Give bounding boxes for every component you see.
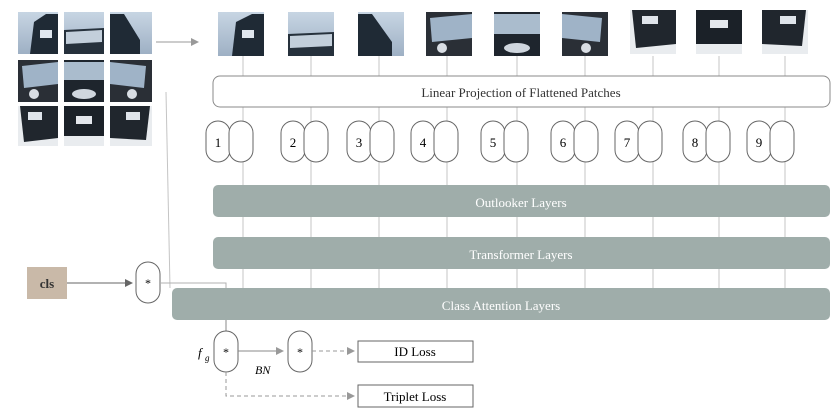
token-9: 9: [746, 120, 795, 163]
star-symbol: *: [223, 345, 229, 359]
input-patch-6: [110, 60, 152, 102]
seq-patch-9: [762, 10, 808, 54]
token-number: 9: [756, 135, 763, 150]
outlooker-label: Outlooker Layers: [475, 195, 566, 210]
input-patch-4: [18, 60, 58, 102]
input-patch-3: [110, 12, 152, 54]
token-number: 8: [692, 135, 699, 150]
seq-patch-2: [288, 12, 334, 56]
global-feature-subscript: g: [205, 353, 210, 363]
input-patch-9: [110, 106, 152, 146]
outlooker-layers-block: Outlooker Layers: [213, 185, 830, 217]
global-feature-symbol: f: [198, 345, 204, 360]
cls-label: cls: [40, 276, 54, 291]
token-number: 6: [560, 135, 567, 150]
flattened-patch-sequence: [218, 10, 808, 56]
seq-patch-1: [218, 12, 264, 56]
input-patch-2: [64, 12, 104, 54]
cls-token-box: cls: [27, 267, 67, 299]
token-6: 6: [550, 120, 599, 163]
bn-feature-token: *: [287, 330, 313, 373]
token-7: 7: [614, 120, 663, 163]
id-loss-label: ID Loss: [394, 344, 436, 359]
input-patch-5: [64, 60, 104, 102]
token-number: 2: [290, 135, 297, 150]
token-5: 5: [480, 120, 529, 163]
token-number: 5: [490, 135, 497, 150]
cls-to-class-attention-line: [160, 282, 227, 288]
seq-patch-3: [358, 12, 404, 56]
input-patch-1: [18, 12, 58, 54]
class-attention-label: Class Attention Layers: [442, 298, 560, 313]
linear-projection-block: Linear Projection of Flattened Patches: [212, 75, 831, 108]
class-attention-layers-block: Class Attention Layers: [172, 288, 830, 320]
token-number: 4: [420, 135, 427, 150]
seq-patch-4: [426, 12, 472, 56]
seq-patch-6: [562, 12, 608, 56]
global-feature-token: *: [213, 330, 239, 373]
token-2: 2: [280, 120, 329, 163]
id-loss-box: ID Loss: [357, 340, 474, 363]
input-patch-7: [18, 106, 58, 146]
projection-label: Linear Projection of Flattened Patches: [421, 85, 620, 100]
seq-patch-7: [630, 10, 676, 54]
token-4: 4: [410, 120, 459, 163]
token-1: 1: [205, 120, 254, 163]
token-3: 3: [346, 120, 395, 163]
cls-embedding-token: *: [135, 261, 161, 304]
input-patch-8: [64, 106, 104, 146]
star-symbol: *: [297, 345, 303, 359]
triplet-loss-arrow: [225, 372, 355, 400]
transformer-layers-block: Transformer Layers: [213, 237, 830, 269]
bn-label: BN: [255, 363, 271, 377]
transformer-label: Transformer Layers: [469, 247, 572, 262]
token-number: 3: [356, 135, 363, 150]
seq-patch-8: [696, 10, 742, 54]
token-8: 8: [682, 120, 731, 163]
star-symbol: *: [145, 276, 151, 290]
input-image-patch-grid: [18, 12, 152, 146]
token-number: 1: [215, 135, 222, 150]
token-embeddings: 1 2 3 4 5 6 7: [205, 120, 795, 163]
token-number: 7: [624, 135, 631, 150]
seq-patch-5: [494, 12, 540, 56]
triplet-loss-label: Triplet Loss: [384, 389, 447, 404]
triplet-loss-box: Triplet Loss: [357, 384, 474, 408]
